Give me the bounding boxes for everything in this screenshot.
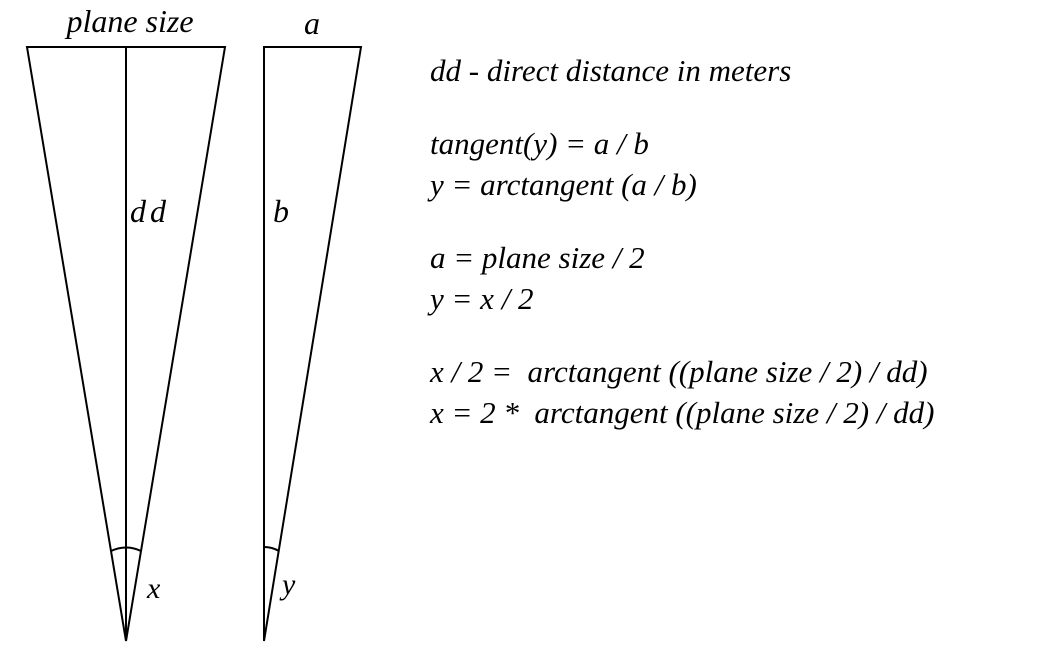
y-angle-label: y — [279, 568, 296, 601]
formula-group-substitution: a = plane size / 2 y = x / 2 — [430, 237, 1050, 319]
formula-group-definition: dd - direct distance in meters — [430, 50, 1050, 91]
formula-panel: dd - direct distance in meters tangent(y… — [430, 50, 1050, 465]
b-label: b — [273, 193, 289, 229]
formula-line: tangent(y) = a / b — [430, 126, 649, 161]
formula-line: y = x / 2 — [430, 281, 534, 316]
formula-line: y = arctangent (a / b) — [430, 167, 697, 202]
formula-group-result: x / 2 = arctangent ((plane size / 2) / d… — [430, 351, 1050, 433]
plane-size-label: plane size — [64, 3, 193, 39]
formula-line: x / 2 = arctangent ((plane size / 2) / d… — [430, 354, 928, 389]
formula-line: x = 2 * arctangent ((plane size / 2) / d… — [430, 395, 935, 430]
x-angle-label: x — [146, 572, 161, 605]
right-triangle-outline — [263, 46, 363, 642]
formula-group-tangent: tangent(y) = a / b y = arctangent (a / b… — [430, 123, 1050, 205]
formula-line: dd - direct distance in meters — [430, 53, 792, 88]
left-triangle-angle-arc — [110, 546, 142, 552]
a-label: a — [304, 5, 320, 41]
formula-line: a = plane size / 2 — [430, 240, 645, 275]
dd-label: dd — [130, 193, 170, 229]
right-triangle-angle-arc — [263, 546, 280, 552]
